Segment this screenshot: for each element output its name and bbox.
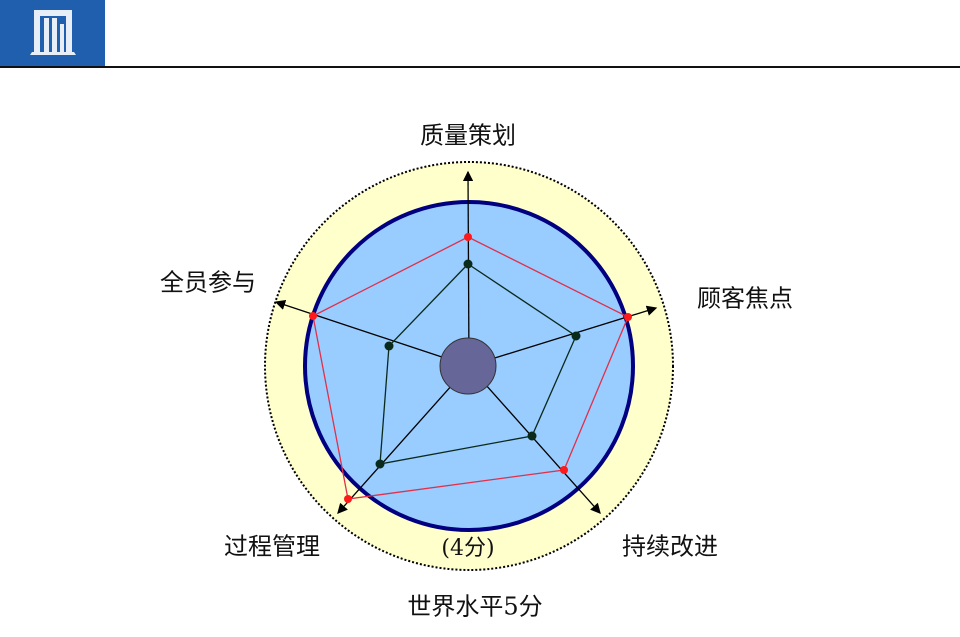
axis-label-process-management: 过程管理 — [224, 532, 320, 561]
center-hub — [439, 337, 497, 395]
target-points — [309, 233, 632, 503]
axis-label-customer-focus: 顾客焦点 — [697, 284, 793, 313]
outer-circle-label: 世界水平5分 — [407, 592, 543, 621]
logo — [0, 0, 105, 66]
building-columns-icon — [30, 10, 76, 55]
inner-circle-label: (4分) — [441, 536, 495, 561]
axis-arrows — [274, 170, 658, 514]
axis-label-full-participation: 全员参与 — [160, 268, 256, 297]
current-polygon — [379, 263, 577, 465]
axis-label-continuous-improvement: 持续改进 — [622, 532, 718, 561]
current-points — [375, 259, 581, 469]
header-divider — [0, 66, 960, 68]
axis-label-quality-planning: 质量策划 — [420, 121, 516, 150]
target-polygon — [312, 236, 629, 500]
